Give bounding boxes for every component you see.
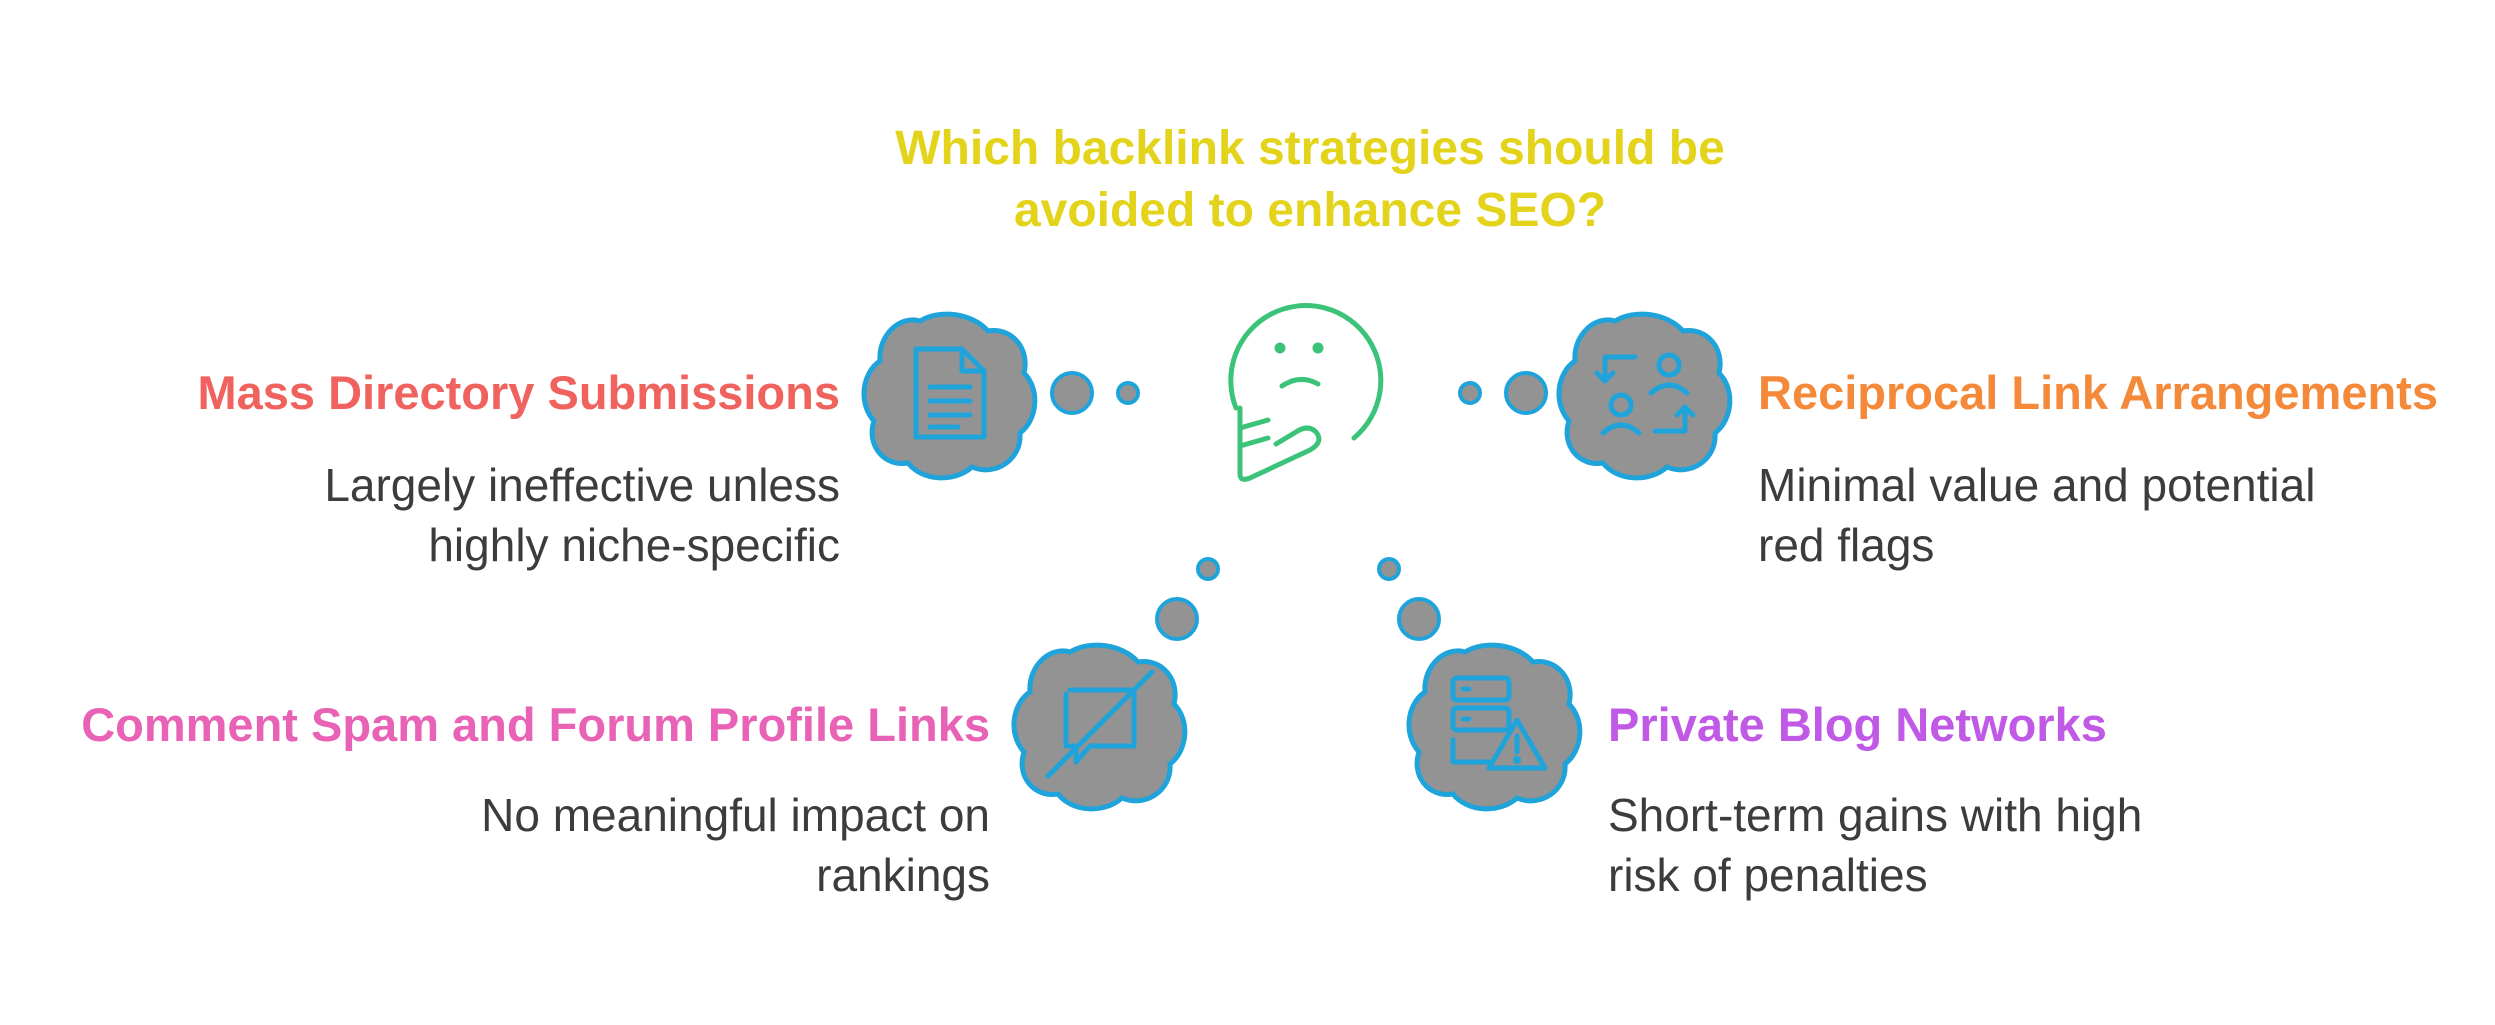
bubble-mass	[864, 314, 1035, 478]
connector-dot	[1155, 597, 1199, 641]
connector-dot	[1377, 557, 1401, 581]
server-warning-icon	[1450, 675, 1548, 771]
description-comment-spam: No meaningful impact on rankings	[481, 785, 990, 905]
connector-dots-recip	[1458, 371, 1548, 415]
title-line-2: avoided to enhance SEO?	[1013, 184, 1607, 237]
description-line: risk of penalties	[1608, 849, 1928, 901]
connector-dot	[1050, 371, 1094, 415]
connector-dot	[1458, 381, 1482, 405]
description-line: rankings	[816, 849, 990, 901]
bubble-pbn	[1409, 645, 1580, 809]
connector-dot	[1397, 597, 1441, 641]
connector-dots-pbn	[1377, 557, 1441, 641]
heading-reciprocal-links: Reciprocal Link Arrangements	[1758, 366, 2438, 419]
title-line-1: Which backlink strategies should be	[895, 122, 1725, 175]
heading-comment-spam: Comment Spam and Forum Profile Links	[81, 698, 990, 751]
description-line: Minimal value and potential	[1758, 459, 2316, 511]
description-line: Short-term gains with high	[1608, 789, 2143, 841]
connector-dot	[1196, 557, 1220, 581]
connector-dots-comment	[1155, 557, 1220, 641]
diagram-title: Which backlink strategies should be avoi…	[780, 118, 1840, 242]
description-private-blog-networks: Short-term gains with high risk of penal…	[1608, 785, 2142, 905]
description-line: Largely ineffective unless	[324, 459, 840, 511]
description-reciprocal-links: Minimal value and potential red flags	[1758, 455, 2315, 575]
description-line: highly niche-specific	[428, 519, 840, 571]
bubble-comment	[1014, 645, 1185, 809]
heading-mass-directory: Mass Directory Submissions	[197, 366, 840, 419]
heading-private-blog-networks: Private Blog Networks	[1608, 698, 2107, 751]
description-line: No meaningful impact on	[481, 789, 990, 841]
comment-off-icon	[1045, 669, 1155, 779]
description-line: red flags	[1758, 519, 1935, 571]
document-icon	[913, 346, 987, 440]
thinking-face-icon	[1228, 303, 1384, 482]
description-mass-directory: Largely ineffective unless highly niche-…	[324, 455, 840, 575]
user-exchange-icon	[1594, 352, 1696, 436]
connector-dot	[1116, 381, 1140, 405]
bubble-recip	[1559, 314, 1730, 478]
connector-dots-mass	[1050, 371, 1140, 415]
connector-dot	[1504, 371, 1548, 415]
